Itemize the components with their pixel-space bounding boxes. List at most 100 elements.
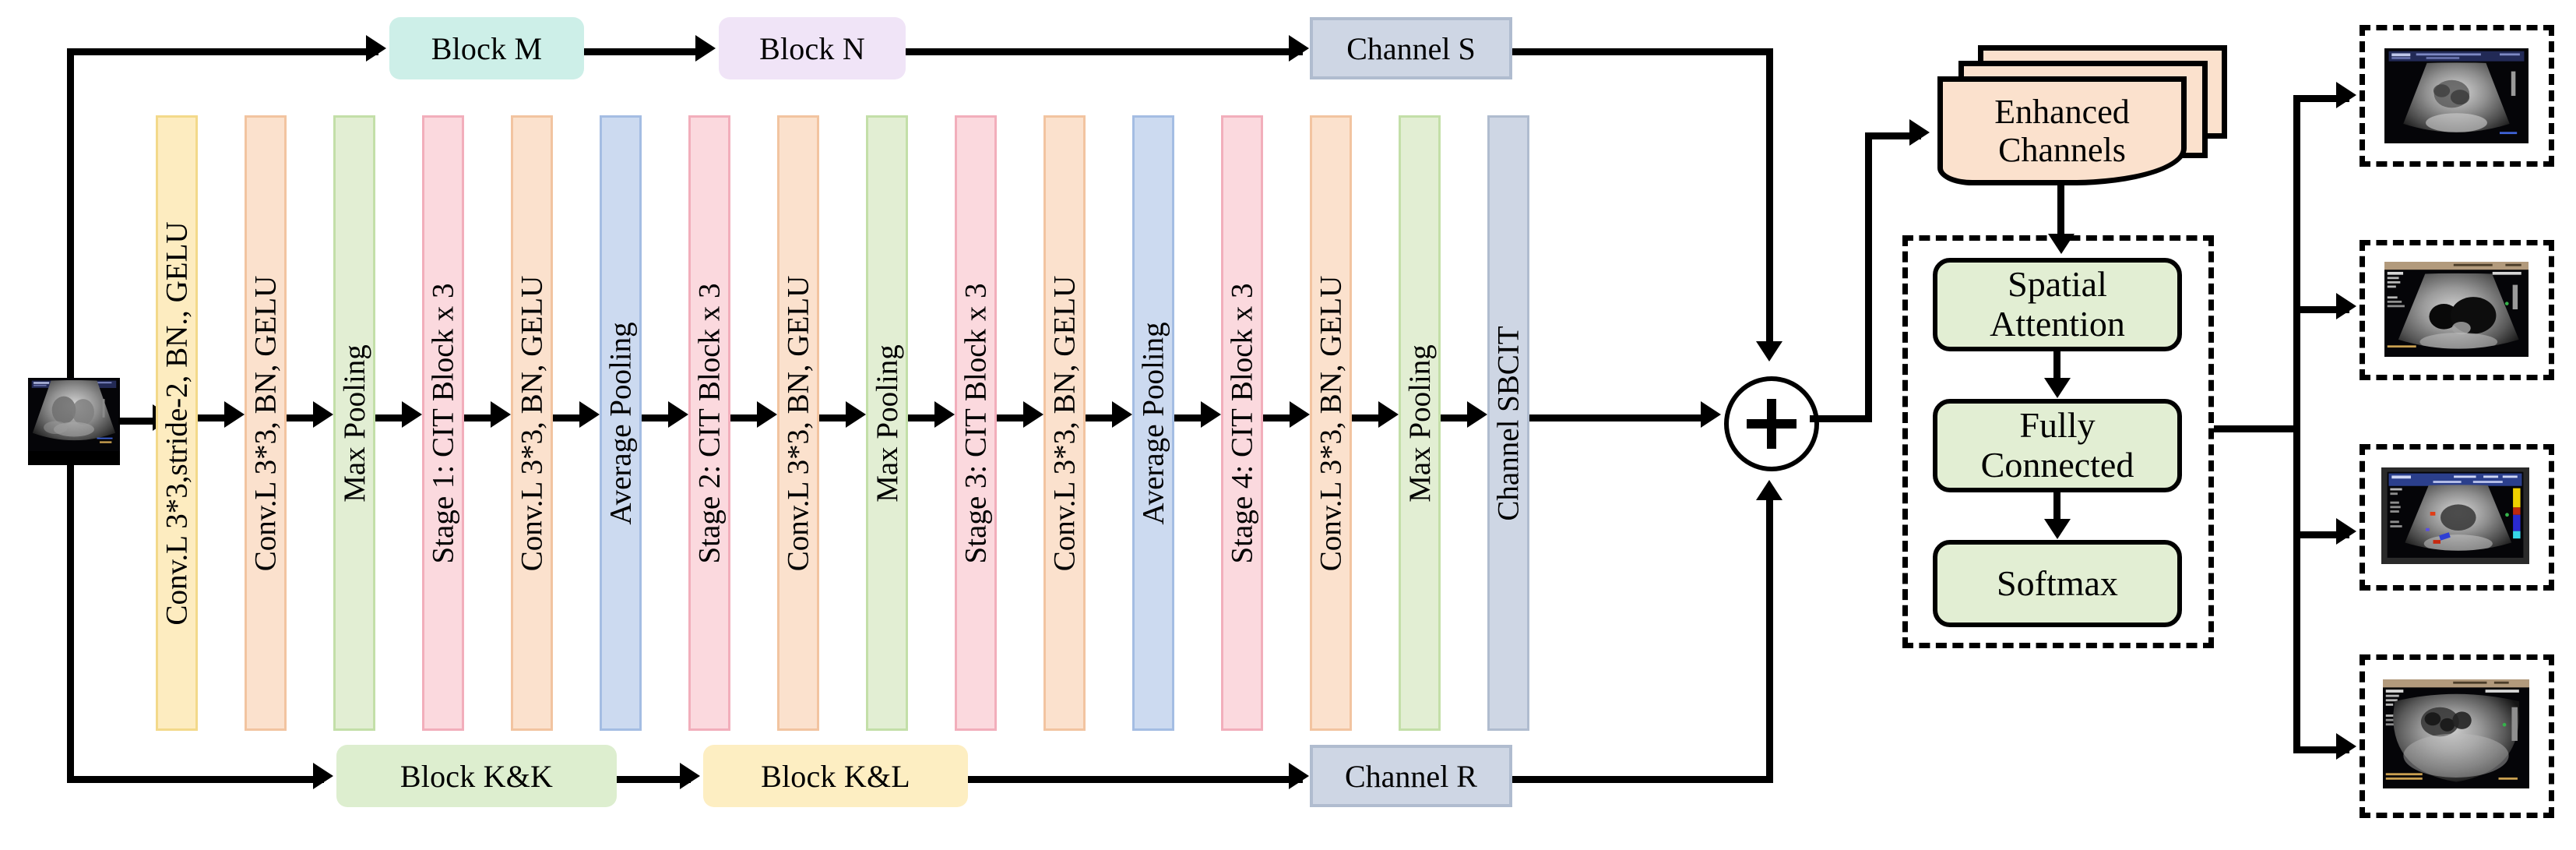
line-m-to-n	[584, 48, 705, 55]
top-branch-riser	[67, 48, 74, 422]
backbone-block-11[interactable]: Average Pooling	[1132, 115, 1174, 731]
backbone-block-13-label: Conv.L 3*3, BN, GELU	[1314, 275, 1348, 571]
output-ultrasound-3-svg	[2381, 467, 2529, 564]
backbone-block-15[interactable]: Channel SBCIT	[1487, 115, 1529, 731]
backbone-block-3[interactable]: Stage 1: CIT Block x 3	[422, 115, 464, 731]
input-ultrasound-svg	[28, 378, 120, 452]
line-input-to-backbone	[118, 418, 167, 425]
fully-connected-box[interactable]: Fully Connected	[1933, 399, 2182, 492]
backbone-block-7-label: Conv.L 3*3, BN, GELU	[781, 275, 815, 571]
backbone-block-8[interactable]: Max Pooling	[866, 115, 908, 731]
arrow-to-block-kk	[313, 763, 333, 789]
line-n-to-channel-s	[906, 48, 1303, 55]
backbone-block-2[interactable]: Max Pooling	[333, 115, 375, 731]
fully-connected-line2: Connected	[1980, 445, 2134, 485]
arrow-to-channel-r	[1289, 763, 1309, 789]
block-m[interactable]: Block M	[389, 17, 584, 79]
block-n[interactable]: Block N	[719, 17, 906, 79]
line-channel-s-to-sum	[1512, 48, 1773, 55]
spatial-attention-box[interactable]: Spatial Attention	[1933, 258, 2182, 351]
channel-r[interactable]: Channel R	[1310, 745, 1512, 807]
arrow-to-enhanced-channels	[1909, 119, 1930, 146]
backbone-arrow-8	[934, 401, 955, 428]
backbone-arrow-11	[1201, 401, 1221, 428]
backbone-block-10[interactable]: Conv.L 3*3, BN, GELU	[1043, 115, 1086, 731]
line-kk-to-kl	[617, 776, 691, 783]
attention-module-container	[1902, 235, 2214, 648]
block-k-and-l[interactable]: Block K&L	[703, 745, 968, 807]
line-fc-to-softmax	[2053, 492, 2060, 527]
backbone-arrow-7	[846, 401, 866, 428]
arrow-output-3	[2336, 518, 2356, 545]
line-spatial-to-fc	[2053, 351, 2060, 386]
top-branch-horizontal-in	[67, 48, 378, 55]
channel-s[interactable]: Channel S	[1310, 17, 1512, 79]
line-fanout-3	[2293, 531, 2349, 538]
line-attention-out	[2214, 425, 2300, 432]
backbone-connector-7	[819, 414, 846, 421]
backbone-to-sum-line	[1529, 414, 1704, 421]
output-frame-3	[2360, 444, 2554, 591]
arrow-to-block-kl	[680, 763, 700, 789]
backbone-arrow-5	[668, 401, 688, 428]
backbone-block-13[interactable]: Conv.L 3*3, BN, GELU	[1310, 115, 1352, 731]
backbone-block-1[interactable]: Conv.L 3*3, BN, GELU	[245, 115, 287, 731]
block-k-and-l-label: Block K&L	[761, 758, 910, 794]
arrow-to-block-m	[366, 35, 386, 62]
backbone-block-10-label: Conv.L 3*3, BN, GELU	[1047, 275, 1082, 571]
backbone-block-0[interactable]: Conv.L 3*3,stride-2, BN., GELU	[156, 115, 198, 731]
backbone-arrow-14	[1467, 401, 1487, 428]
output-ultrasound-1-svg	[2384, 48, 2528, 143]
output-ultrasound-2-svg	[2384, 262, 2528, 357]
enhanced-channels-line2: Channels	[1998, 131, 2126, 169]
backbone-block-8-label: Max Pooling	[870, 344, 904, 503]
element-wise-addition-node[interactable]	[1724, 376, 1819, 471]
block-k-and-k[interactable]: Block K&K	[336, 745, 617, 807]
arrow-output-1	[2336, 82, 2356, 108]
output-frame-2	[2360, 240, 2554, 380]
softmax-box[interactable]: Softmax	[1933, 540, 2182, 627]
fanout-spine	[2293, 95, 2300, 749]
backbone-block-7[interactable]: Conv.L 3*3, BN, GELU	[777, 115, 819, 731]
output-frame-4	[2360, 654, 2554, 818]
output-ultrasound-4	[2383, 679, 2529, 788]
backbone-block-6[interactable]: Stage 2: CIT Block x 3	[688, 115, 730, 731]
backbone-block-5[interactable]: Average Pooling	[600, 115, 642, 731]
output-ultrasound-2	[2384, 262, 2528, 357]
arrow-output-2	[2336, 293, 2356, 319]
backbone-arrow-3	[491, 401, 511, 428]
backbone-connector-13	[1352, 414, 1378, 421]
spatial-attention-label: Spatial Attention	[1990, 265, 2125, 344]
line-sum-out	[1810, 415, 1872, 422]
backbone-block-9[interactable]: Stage 3: CIT Block x 3	[955, 115, 997, 731]
backbone-arrow-12	[1290, 401, 1310, 428]
backbone-connector-11	[1174, 414, 1201, 421]
arrow-sum-from-bottom	[1756, 480, 1782, 500]
bottom-branch-horizontal-in	[67, 776, 324, 783]
sum-down-riser	[1766, 48, 1773, 344]
backbone-arrow-6	[757, 401, 777, 428]
backbone-connector-6	[730, 414, 757, 421]
output-ultrasound-4-svg	[2383, 679, 2529, 788]
enhanced-channels-line1: Enhanced	[1994, 92, 2130, 131]
backbone-arrow-10	[1112, 401, 1132, 428]
arrow-spatial-to-fc	[2044, 378, 2071, 398]
sum-up-riser	[1766, 499, 1773, 776]
backbone-connector-10	[1086, 414, 1112, 421]
backbone-block-2-label: Max Pooling	[337, 344, 371, 503]
backbone-block-4[interactable]: Conv.L 3*3, BN, GELU	[511, 115, 553, 731]
backbone-arrow-4	[579, 401, 600, 428]
enhanced-channels-card-front[interactable]: Enhanced Channels	[1937, 76, 2187, 185]
block-k-and-k-label: Block K&K	[399, 758, 554, 794]
backbone-block-15-label: Channel SBCIT	[1491, 325, 1526, 521]
backbone-block-14[interactable]: Max Pooling	[1399, 115, 1441, 731]
line-sum-out-riser	[1865, 132, 1872, 422]
bottom-branch-riser	[67, 421, 74, 783]
block-m-label: Block M	[431, 30, 543, 66]
backbone-block-11-label: Average Pooling	[1136, 321, 1170, 525]
backbone-block-4-label: Conv.L 3*3, BN, GELU	[515, 275, 549, 571]
backbone-block-3-label: Stage 1: CIT Block x 3	[426, 282, 460, 564]
backbone-block-12[interactable]: Stage 4: CIT Block x 3	[1221, 115, 1263, 731]
arrow-fc-to-softmax	[2044, 519, 2071, 539]
